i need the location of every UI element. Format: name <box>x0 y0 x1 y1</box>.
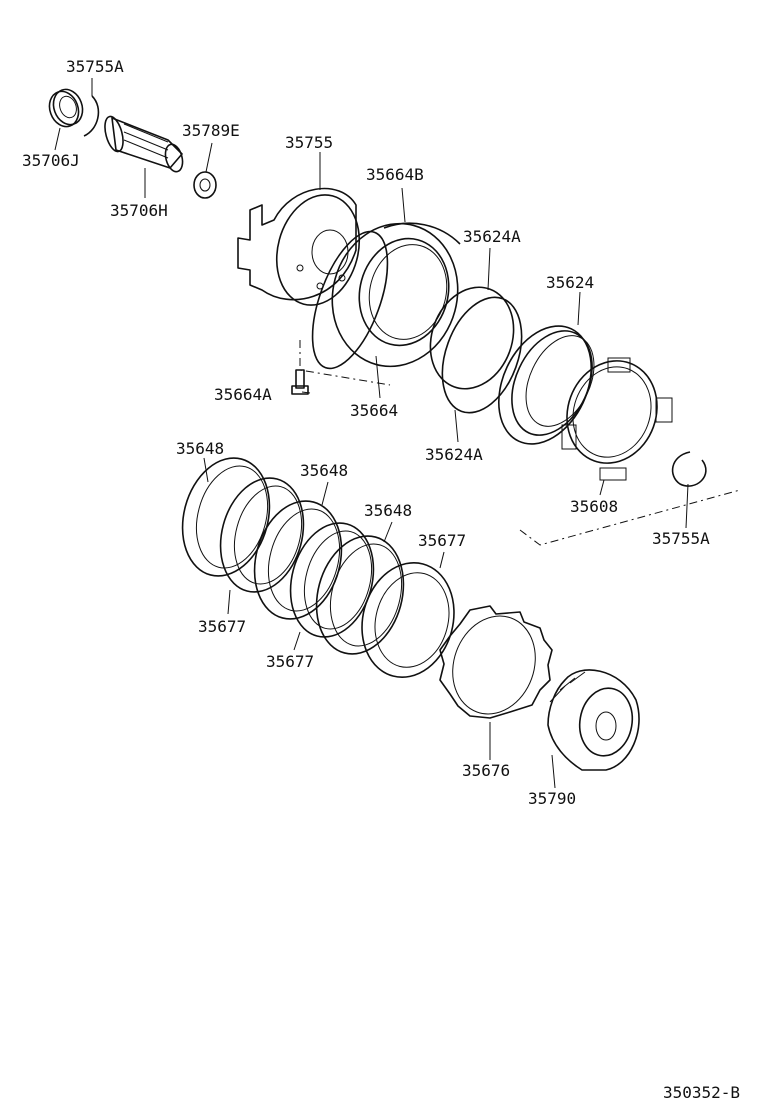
callout-35706j: 35706J <box>22 151 80 170</box>
disc-35677-3 <box>361 561 455 679</box>
snap-ring-35755a-top <box>83 95 100 137</box>
callout-35755a-top: 35755A <box>66 57 124 76</box>
callout-35624a-bottom: 35624A <box>425 445 483 464</box>
callout-35624a-top: 35624A <box>463 227 521 246</box>
callout-35648-1: 35648 <box>176 439 224 458</box>
callout-labels: 35755A 35706J 35706H 35789E 35755 35664B… <box>22 57 710 808</box>
callout-35755a-right: 35755A <box>652 529 710 548</box>
callout-35677-2: 35677 <box>198 617 246 636</box>
snap-ring-35664b <box>383 222 461 245</box>
o-ring-35624a-inner <box>441 296 523 414</box>
callout-35706h: 35706H <box>110 201 168 220</box>
spring-retainer-35624 <box>497 325 595 445</box>
callout-35677-1: 35677 <box>418 531 466 550</box>
callout-35676: 35676 <box>462 761 510 780</box>
seal-ring-35664-open <box>311 230 389 370</box>
callout-35624: 35624 <box>546 273 594 292</box>
plate-35648-3 <box>315 535 405 655</box>
drawing-code: 350352-B <box>663 1083 740 1102</box>
snap-ring-35755a-right <box>671 451 707 487</box>
callout-35648-2: 35648 <box>300 461 348 480</box>
plate-35648-2 <box>253 500 343 620</box>
shaft-35706h <box>104 115 184 173</box>
callout-35677-3: 35677 <box>266 652 314 671</box>
spring-35608 <box>561 357 673 481</box>
o-ring-35624a-outer <box>429 286 515 390</box>
bearing-35706j <box>48 88 84 128</box>
washer-35789e <box>193 171 217 199</box>
callout-35608: 35608 <box>570 497 618 516</box>
callout-35664b: 35664B <box>366 165 424 184</box>
callout-35755: 35755 <box>285 133 333 152</box>
disc-35677-2 <box>289 522 375 638</box>
callout-35790: 35790 <box>528 789 576 808</box>
callout-35664a: 35664A <box>214 385 272 404</box>
bolt-35664a <box>291 369 309 395</box>
callout-35789e: 35789E <box>182 121 240 140</box>
clutch-drum-35755 <box>237 187 361 306</box>
leader-lines <box>54 78 689 789</box>
flange-plate-35676 <box>439 605 553 719</box>
callout-35664: 35664 <box>350 401 398 420</box>
callout-35648-3: 35648 <box>364 501 412 520</box>
clutch-hub-35790 <box>547 669 640 771</box>
